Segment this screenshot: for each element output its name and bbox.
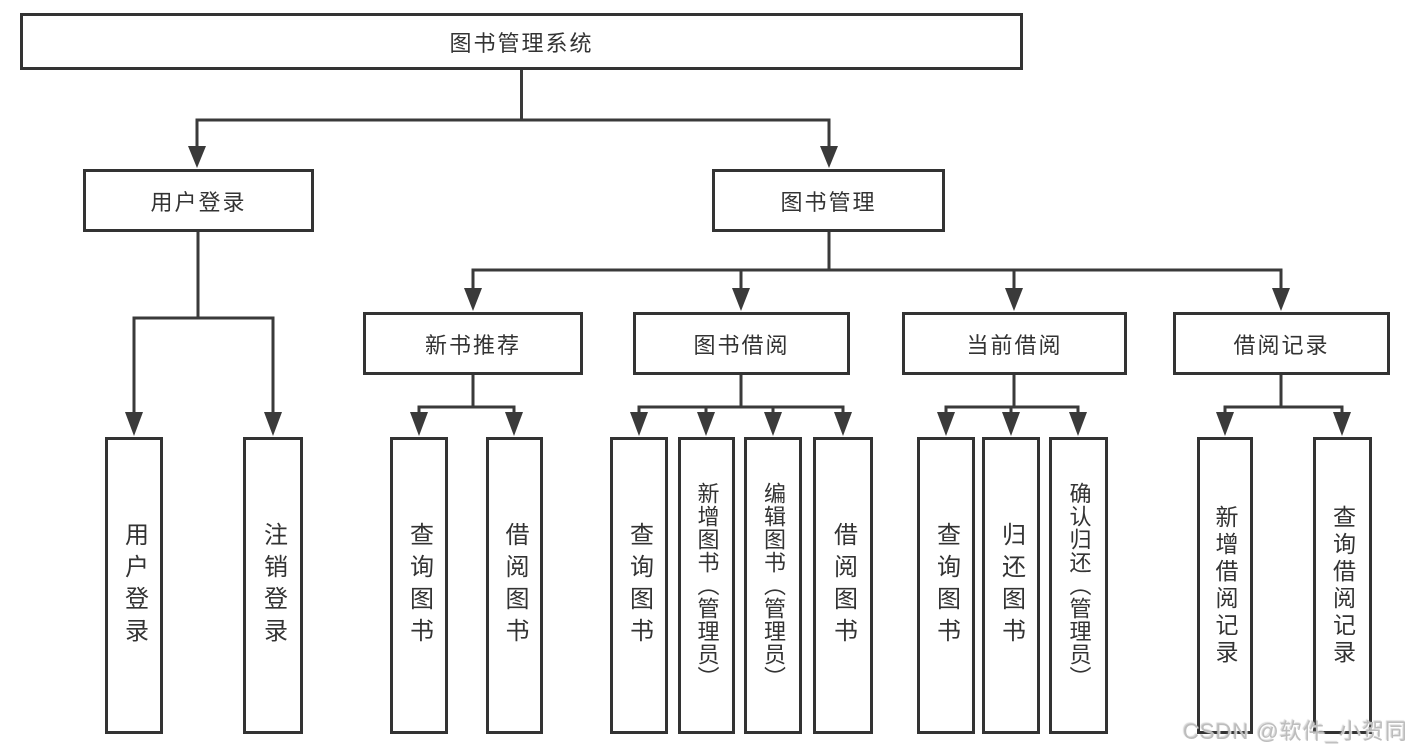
leaf-label: 编辑图书（管理员） <box>761 482 786 689</box>
leaf-label: 新增借阅记录 <box>1212 504 1238 667</box>
node-book-borrow: 图书借阅 <box>633 312 850 375</box>
node-current-borrow: 当前借阅 <box>902 312 1127 375</box>
leaf-query-borrow-record: 查询借阅记录 <box>1313 437 1372 734</box>
leaf-label: 查询图书 <box>625 521 653 650</box>
leaf-edit-book-admin: 编辑图书（管理员） <box>744 437 802 734</box>
leaf-label: 用户登录 <box>120 521 148 650</box>
leaf-label: 新增图书（管理员） <box>694 482 720 689</box>
node-new-book-recommend: 新书推荐 <box>363 312 583 375</box>
leaf-logout: 注销登录 <box>243 437 303 734</box>
node-borrow-records: 借阅记录 <box>1173 312 1390 375</box>
leaf-query-books-3: 查询图书 <box>917 437 975 734</box>
leaf-label: 查询借阅记录 <box>1329 504 1356 667</box>
node-user-login: 用户登录 <box>83 169 314 232</box>
csdn-watermark: CSDN @软件_小贺同学 <box>1183 719 1405 744</box>
leaf-label: 查询图书 <box>405 521 433 650</box>
leaf-label: 确认归还（管理员） <box>1066 482 1092 689</box>
leaf-label: 归还图书 <box>997 521 1025 650</box>
leaf-label: 借阅图书 <box>501 521 528 650</box>
leaf-label: 注销登录 <box>259 521 287 650</box>
node-book-management: 图书管理 <box>712 169 945 232</box>
leaf-query-books: 查询图书 <box>390 437 448 734</box>
leaf-user-login: 用户登录 <box>105 437 163 734</box>
leaf-borrow-books-2: 借阅图书 <box>813 437 873 734</box>
leaf-borrow-books: 借阅图书 <box>486 437 543 734</box>
leaf-query-books-2: 查询图书 <box>610 437 668 734</box>
leaf-confirm-return-admin: 确认归还（管理员） <box>1049 437 1108 734</box>
node-root: 图书管理系统 <box>20 13 1023 70</box>
leaf-label: 借阅图书 <box>829 521 857 650</box>
leaf-add-book-admin: 新增图书（管理员） <box>678 437 735 734</box>
leaf-label: 查询图书 <box>932 521 960 650</box>
leaf-return-book: 归还图书 <box>982 437 1040 734</box>
leaf-add-borrow-record: 新增借阅记录 <box>1197 437 1253 734</box>
